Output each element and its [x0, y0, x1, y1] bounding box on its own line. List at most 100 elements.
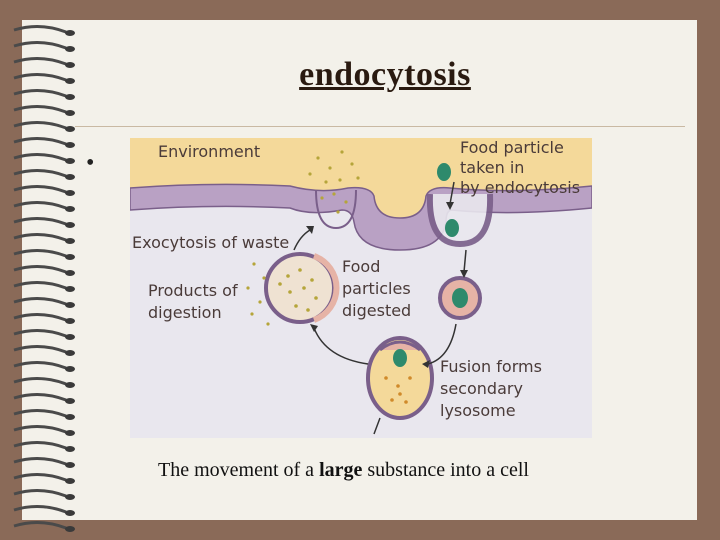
- spiral-hole: [65, 254, 75, 260]
- exocytosis-pocket: [315, 189, 357, 230]
- spiral-hole: [65, 446, 75, 452]
- environment-region: [130, 138, 592, 218]
- spiral-ring: [13, 361, 67, 370]
- spiral-hole: [65, 334, 75, 340]
- food-particle-lysosome: [393, 349, 407, 367]
- endocytosis-pocket: [426, 193, 494, 248]
- spiral-hole: [65, 414, 75, 420]
- spiral-ring: [13, 41, 67, 50]
- spiral-hole: [65, 286, 75, 292]
- spiral-ring: [13, 377, 67, 386]
- process-arrows: [293, 181, 467, 435]
- spiral-hole: [65, 46, 75, 52]
- products-dots: [246, 262, 270, 326]
- spiral-ring: [13, 441, 67, 450]
- spiral-hole: [65, 126, 75, 132]
- label-fusion-1: Fusion forms: [440, 357, 542, 376]
- slide-title: endocytosis: [299, 56, 471, 93]
- spiral-hole: [65, 270, 75, 276]
- spiral-ring: [13, 25, 67, 34]
- spiral-ring: [13, 89, 67, 98]
- spiral-ring: [13, 425, 67, 434]
- spiral-ring: [13, 201, 67, 210]
- spiral-hole: [65, 366, 75, 372]
- spiral-ring: [13, 233, 67, 242]
- spiral-hole: [65, 494, 75, 500]
- spiral-hole: [65, 190, 75, 196]
- label-fusion-3: lysosome: [440, 401, 516, 420]
- spiral-ring: [13, 409, 67, 418]
- spiral-hole: [65, 318, 75, 324]
- spiral-ring: [13, 153, 67, 162]
- spiral-ring: [13, 521, 67, 530]
- spiral-ring: [13, 249, 67, 258]
- caption-after: substance into a cell: [362, 459, 529, 481]
- spiral-ring: [13, 489, 67, 498]
- spiral-ring: [13, 57, 67, 66]
- spiral-ring: [13, 73, 67, 82]
- spiral-ring: [13, 169, 67, 178]
- spiral-ring: [13, 505, 67, 514]
- waste-dots: [308, 150, 360, 214]
- spiral-hole: [65, 110, 75, 116]
- spiral-ring: [13, 297, 67, 306]
- label-digested-2: particles: [342, 279, 411, 298]
- spiral-ring: [13, 329, 67, 338]
- food-particle-outside: [437, 163, 451, 181]
- label-fusion-2: secondary: [440, 379, 523, 398]
- endocytosis-diagram: Environment Food particle taken in by en…: [130, 138, 592, 438]
- secondary-lysosome: [366, 336, 434, 420]
- spiral-ring: [13, 185, 67, 194]
- label-products-2: digestion: [148, 303, 222, 322]
- spiral-hole: [65, 30, 75, 36]
- spiral-hole: [65, 462, 75, 468]
- label-food-in-1: Food particle: [460, 138, 564, 157]
- spiral-hole: [65, 302, 75, 308]
- spiral-hole: [65, 62, 75, 68]
- label-exocytosis: Exocytosis of waste: [132, 233, 289, 252]
- spiral-hole: [65, 430, 75, 436]
- food-particle-entering: [445, 219, 459, 237]
- food-particle-vesicle: [452, 288, 468, 308]
- spiral-ring: [13, 265, 67, 274]
- spiral-hole: [65, 158, 75, 164]
- lysosome-dots: [384, 376, 412, 404]
- spiral-hole: [65, 526, 75, 532]
- spiral-hole: [65, 206, 75, 212]
- label-food-in-3: by endocytosis: [460, 178, 580, 197]
- spiral-hole: [65, 510, 75, 516]
- label-digested-3: digested: [342, 301, 411, 320]
- spiral-hole: [65, 398, 75, 404]
- arrow-heads: [306, 202, 468, 368]
- spiral-hole: [65, 142, 75, 148]
- caption-bold: large: [319, 459, 363, 481]
- spiral-ring: [13, 345, 67, 354]
- spiral-hole: [65, 78, 75, 84]
- spiral-ring: [13, 105, 67, 114]
- spiral-hole: [65, 350, 75, 356]
- spiral-ring: [13, 281, 67, 290]
- spiral-ring: [13, 457, 67, 466]
- digestion-vesicle-edge: [312, 253, 340, 323]
- slide-caption: The movement of a large substance into a…: [158, 457, 598, 484]
- spiral-binding: [13, 25, 75, 532]
- spiral-ring: [13, 393, 67, 402]
- label-digested-1: Food: [342, 257, 380, 276]
- bullet-marker: •: [86, 150, 95, 176]
- spiral-hole: [65, 94, 75, 100]
- spiral-hole: [65, 382, 75, 388]
- spiral-ring: [13, 121, 67, 130]
- spiral-hole: [65, 222, 75, 228]
- caption-before: The movement of a: [158, 459, 320, 481]
- spiral-hole: [65, 238, 75, 244]
- spiral-hole: [65, 478, 75, 484]
- spiral-ring: [13, 137, 67, 146]
- label-environment: Environment: [158, 142, 260, 161]
- label-food-in-2: taken in: [460, 158, 524, 177]
- label-products-1: Products of: [148, 281, 238, 300]
- spiral-hole: [65, 174, 75, 180]
- lysosome-fusion: [379, 340, 421, 352]
- spiral-ring: [13, 217, 67, 226]
- spiral-ring: [13, 313, 67, 322]
- title-divider: [75, 126, 685, 127]
